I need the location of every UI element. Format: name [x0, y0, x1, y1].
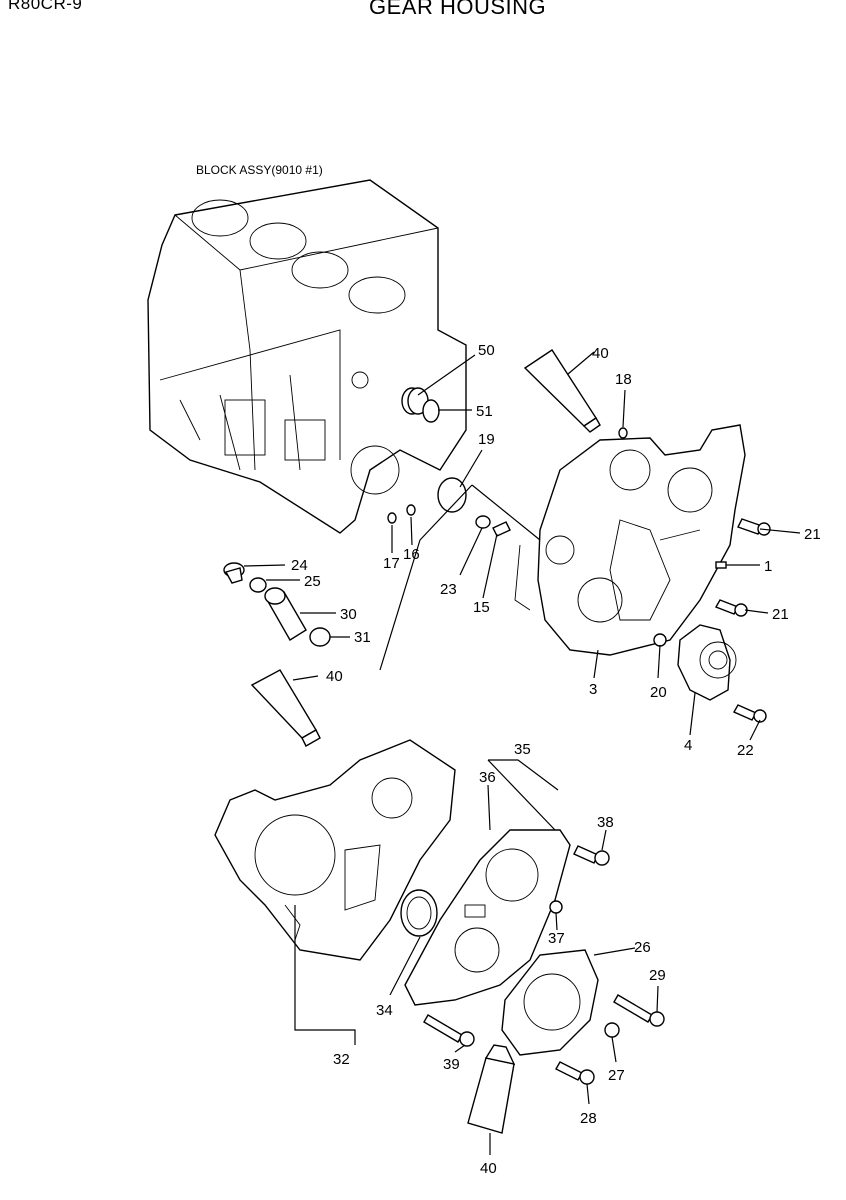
bolt-27: [604, 1022, 620, 1038]
stud-15: [492, 521, 511, 537]
o-ring-51: [422, 399, 440, 423]
callout-40-top: 40: [592, 345, 609, 362]
cover-plate-26: [501, 949, 599, 1056]
filler-cap-24: [223, 562, 245, 584]
bolt-21-upper: [737, 518, 771, 536]
callout-16: 16: [403, 546, 420, 563]
sealant-tube-middle: [250, 669, 321, 747]
callout-40-bottom: 40: [480, 1160, 497, 1177]
callout-20: 20: [650, 684, 667, 701]
callout-labels: 50 40 18 51 19 21 1 21 17 16 24 25 23 15…: [291, 342, 821, 1177]
o-ring-18: [618, 427, 628, 439]
callout-15: 15: [473, 599, 490, 616]
callout-38: 38: [597, 814, 614, 831]
callout-21-lower: 21: [772, 606, 789, 623]
bolt-22: [733, 704, 767, 723]
callout-35: 35: [514, 741, 531, 758]
callout-3: 3: [589, 681, 597, 698]
callout-21-upper: 21: [804, 526, 821, 543]
callout-28: 28: [580, 1110, 597, 1127]
bolt-21-lower: [714, 599, 748, 617]
oil-pump: [677, 624, 737, 701]
bolt-28: [555, 1061, 595, 1085]
callout-31: 31: [354, 629, 371, 646]
bolt-20: [653, 633, 667, 647]
callout-1: 1: [764, 558, 772, 575]
callout-36: 36: [479, 769, 496, 786]
page-title: GEAR HOUSING: [369, 0, 547, 19]
sealant-tube-top: [523, 349, 601, 433]
callout-18: 18: [615, 371, 632, 388]
oil-seal-34: [400, 889, 438, 937]
washer-23: [475, 515, 491, 529]
model-number: R80CR-9: [8, 0, 83, 13]
bolt-39: [423, 1014, 475, 1047]
sealant-tube-bottom: [467, 1044, 516, 1134]
callout-27: 27: [608, 1067, 625, 1084]
callout-4: 4: [684, 737, 692, 754]
o-ring-16: [406, 504, 416, 516]
gasket-36: [404, 829, 571, 1006]
callout-34: 34: [376, 1002, 393, 1019]
bolt-37: [549, 900, 563, 914]
front-cover: [214, 739, 456, 961]
o-ring-17: [387, 512, 397, 524]
callout-50: 50: [478, 342, 495, 359]
seal-50: [401, 387, 429, 415]
callout-29: 29: [649, 967, 666, 984]
callout-51: 51: [476, 403, 493, 420]
callout-22: 22: [737, 742, 754, 759]
o-ring-31: [309, 627, 331, 647]
callout-25: 25: [304, 573, 321, 590]
leader-lines: [243, 351, 801, 1155]
callout-23: 23: [440, 581, 457, 598]
callout-39: 39: [443, 1056, 460, 1073]
gear-housing: [514, 424, 746, 656]
callout-17: 17: [383, 555, 400, 572]
o-ring-19: [437, 477, 467, 513]
bolt-38: [573, 845, 610, 866]
assembly-label: BLOCK ASSY(9010 #1): [196, 163, 323, 177]
pin-1: [715, 561, 727, 569]
callout-24: 24: [291, 557, 308, 574]
callout-32: 32: [333, 1051, 350, 1068]
callout-40-middle: 40: [326, 668, 343, 685]
o-ring-25: [249, 577, 267, 593]
filler-neck-30: [264, 587, 307, 641]
callout-37: 37: [548, 930, 565, 947]
engine-block: BLOCK ASSY(9010 #1): [147, 163, 467, 534]
callout-30: 30: [340, 606, 357, 623]
callout-19: 19: [478, 431, 495, 448]
callout-26: 26: [634, 939, 651, 956]
